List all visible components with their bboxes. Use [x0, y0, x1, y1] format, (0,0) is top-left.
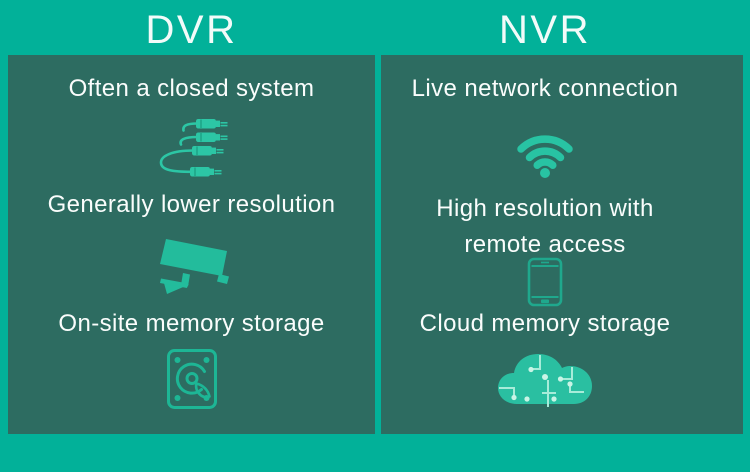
nvr-item-storage: Cloud memory storage: [419, 310, 671, 337]
nvr-item-resolution: High resolution with remote access: [381, 191, 709, 263]
cloud-icon: [381, 347, 709, 409]
nvr-item-resolution-line2: remote access: [464, 231, 626, 258]
smartphone-icon: [381, 257, 709, 307]
dvr-panel: Often a closed system: [8, 55, 375, 434]
hard-drive-icon: [8, 348, 375, 410]
nvr-item-network: Live network connection: [411, 75, 679, 102]
nvr-column-title: NVR: [499, 8, 591, 52]
nvr-panel: Live network connection High resolution …: [381, 55, 743, 434]
dvr-item-resolution: Generally lower resolution: [47, 191, 336, 218]
nvr-item-resolution-line1: High resolution with: [436, 195, 654, 222]
dvr-item-storage: On-site memory storage: [58, 310, 325, 337]
wifi-icon: [381, 121, 709, 179]
cctv-camera-icon: [8, 233, 375, 295]
rca-cables-icon: [8, 115, 375, 179]
dvr-item-closed-system: Often a closed system: [68, 75, 315, 102]
dvr-column-title: DVR: [145, 8, 238, 52]
